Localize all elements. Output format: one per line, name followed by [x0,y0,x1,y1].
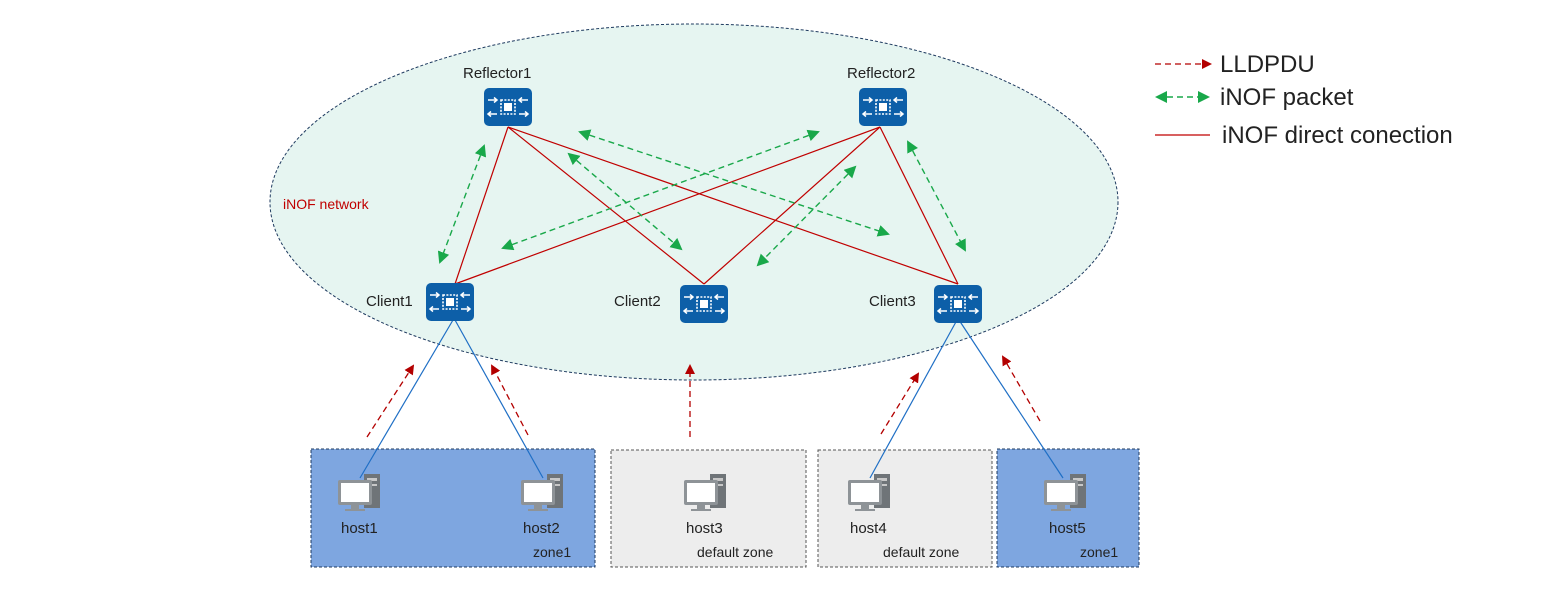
legend-inof-packet-label: iNOF packet [1220,84,1354,111]
network-label: iNOF network [283,196,370,212]
client2-label: Client2 [614,293,661,310]
host3-label: host3 [686,520,723,537]
host5-label: host5 [1049,520,1086,537]
zone-label-far-right: zone1 [1080,544,1118,560]
host-links [359,319,1064,479]
lldpdu-arrows [366,355,1041,438]
zone-label-left: zone1 [533,544,571,560]
packet-r2-c1 [501,129,820,251]
zone-label-right: default zone [883,544,959,560]
default-zone-box-center [610,449,807,568]
link-c1-host2 [454,319,544,479]
host2-label: host2 [523,520,560,537]
client1-label: Client1 [366,293,413,310]
lldpdu-host4 [880,372,920,435]
link-c3-host4 [869,319,958,479]
link-c1-host1 [359,319,454,479]
client3-label: Client3 [869,293,916,310]
default-zone-box-right [817,449,993,568]
reflector1-label: Reflector1 [463,65,531,82]
client2-device [679,284,729,324]
link-c3-host5 [958,319,1064,479]
lldpdu-host1 [366,364,415,438]
zone1-box-right [996,448,1140,568]
lldpdu-host5 [1001,355,1041,422]
inof-network-area [269,23,1119,381]
zone-label-center: default zone [697,544,773,560]
client3-device [933,284,983,324]
client1-device [425,282,475,322]
reflector1-device [483,87,533,127]
reflector2-device [858,87,908,127]
packet-r2-c2 [756,165,857,267]
legend-lldpdu-label: LLDPDU [1220,51,1315,78]
host1-label: host1 [341,520,378,537]
packet-r1-c1 [437,144,487,264]
reflector2-label: Reflector2 [847,65,915,82]
legend: LLDPDU iNOF packet iNOF direct conection [1155,51,1453,149]
host4-label: host4 [850,520,887,537]
lldpdu-host2 [491,364,529,436]
packet-r2-c3 [907,140,966,252]
legend-inof-direct-label: iNOF direct conection [1222,122,1453,149]
inof-packet-arrows [437,129,966,267]
